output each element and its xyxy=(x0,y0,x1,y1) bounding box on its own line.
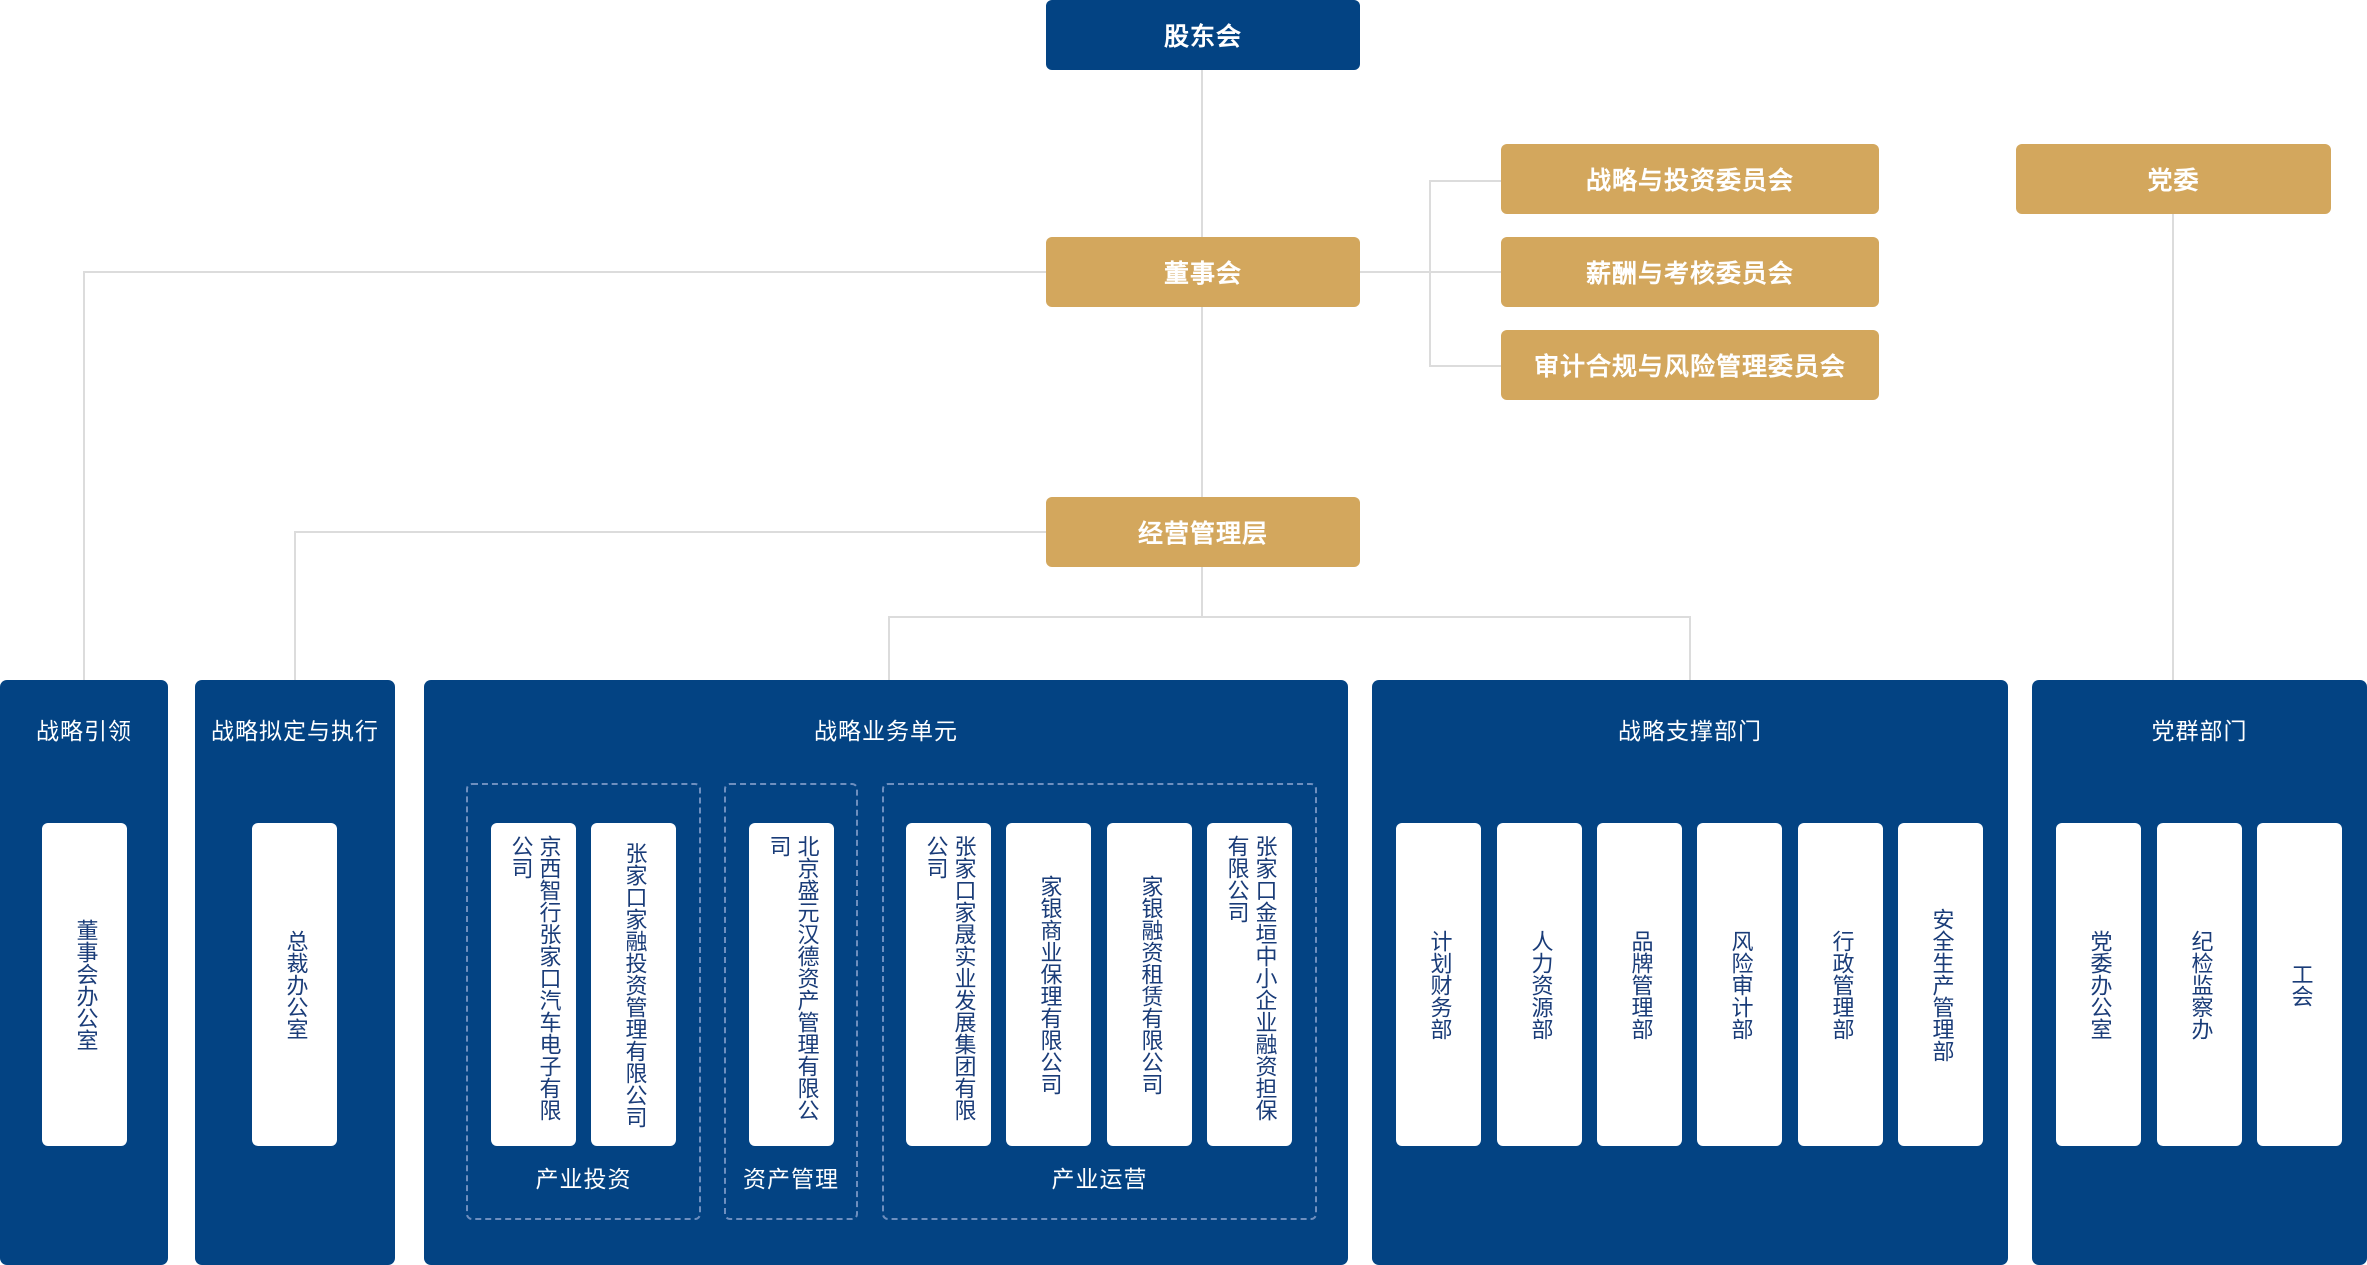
card-label: 风险审计部 xyxy=(1727,929,1753,1040)
connector-committee-1 xyxy=(1429,180,1501,182)
card-label: 人力资源部 xyxy=(1527,929,1553,1040)
card-jiasheng-group: 张家口家晟实业发展集团有限公司 xyxy=(906,823,991,1146)
card-label: 工会 xyxy=(2287,962,2313,1007)
card-label: 纪检监察办 xyxy=(2187,929,2213,1040)
card-label: 北京盛元汉德资产管理有限公司 xyxy=(765,834,819,1121)
card-board-office: 董事会办公室 xyxy=(42,823,127,1146)
panel-title: 战略拟定与执行 xyxy=(211,719,379,745)
card-jiayin-leasing: 家银融资租赁有限公司 xyxy=(1107,823,1192,1146)
card-label: 张家口家融投资管理有限公司 xyxy=(621,841,647,1128)
group-label: 资产管理 xyxy=(743,1167,839,1193)
card-jiayin-factoring: 家银商业保理有限公司 xyxy=(1006,823,1091,1146)
card-label: 行政管理部 xyxy=(1828,929,1854,1040)
card-label: 品牌管理部 xyxy=(1627,929,1653,1040)
card-label: 京西智行张家口汽车电子有限公司 xyxy=(507,834,561,1121)
card-shengyuan-hande: 北京盛元汉德资产管理有限公司 xyxy=(749,823,834,1146)
card-label: 计划财务部 xyxy=(1426,929,1452,1040)
group-industrial-investment: 产业投资 xyxy=(466,783,701,1220)
card-risk-audit-dept: 风险审计部 xyxy=(1697,823,1782,1146)
card-label: 安全生产管理部 xyxy=(1928,907,1954,1062)
shareholders-node: 股东会 xyxy=(1046,0,1360,70)
card-admin-dept: 行政管理部 xyxy=(1798,823,1883,1146)
card-jingxi-zhixing: 京西智行张家口汽车电子有限公司 xyxy=(491,823,576,1146)
panel-business-units: 战略业务单元 xyxy=(424,680,1348,1265)
panel-title: 战略业务单元 xyxy=(814,719,958,745)
card-finance-dept: 计划财务部 xyxy=(1396,823,1481,1146)
group-asset-management: 资产管理 xyxy=(724,783,858,1220)
card-label: 张家口金垣中小企业融资担保有限公司 xyxy=(1223,834,1277,1121)
connector-board-management xyxy=(1201,306,1203,498)
card-trade-union: 工会 xyxy=(2257,823,2342,1146)
connector-party-down xyxy=(2172,212,2174,680)
card-hr-dept: 人力资源部 xyxy=(1497,823,1582,1146)
panel-title: 党群部门 xyxy=(2151,719,2248,745)
connector-board-lead-v xyxy=(83,271,85,680)
card-label: 党委办公室 xyxy=(2086,929,2112,1040)
connector-committee-3 xyxy=(1429,365,1501,367)
card-label: 张家口家晟实业发展集团有限公司 xyxy=(922,834,976,1121)
party-committee-node: 党委 xyxy=(2016,144,2331,214)
panel-title: 战略引领 xyxy=(36,719,132,745)
connector-management-down xyxy=(1201,566,1203,616)
connector-board-lead-h xyxy=(83,271,1047,273)
card-jinyuan-guarantee: 张家口金垣中小企业融资担保有限公司 xyxy=(1207,823,1292,1146)
connector-management-plan-v xyxy=(294,531,296,680)
group-label: 产业运营 xyxy=(1051,1167,1148,1193)
card-label: 总裁办公室 xyxy=(282,929,308,1040)
connector-business-support-bar xyxy=(888,616,1691,618)
connector-to-business xyxy=(888,616,890,680)
committee-compensation-assessment: 薪酬与考核委员会 xyxy=(1501,237,1879,307)
card-party-office: 党委办公室 xyxy=(2056,823,2141,1146)
connector-shareholders-board xyxy=(1201,70,1203,238)
connector-committees-spine xyxy=(1429,180,1431,367)
card-safety-dept: 安全生产管理部 xyxy=(1898,823,1983,1146)
committee-audit-risk: 审计合规与风险管理委员会 xyxy=(1501,330,1879,400)
panel-title: 战略支撑部门 xyxy=(1618,719,1762,745)
card-president-office: 总裁办公室 xyxy=(252,823,337,1146)
card-label: 家银融资租赁有限公司 xyxy=(1137,874,1163,1095)
group-label: 产业投资 xyxy=(535,1167,632,1193)
card-jiarong-investment: 张家口家融投资管理有限公司 xyxy=(591,823,676,1146)
connector-management-plan-h xyxy=(294,531,1047,533)
management-node: 经营管理层 xyxy=(1046,497,1360,567)
card-discipline-office: 纪检监察办 xyxy=(2157,823,2242,1146)
group-industrial-operation: 产业运营 xyxy=(882,783,1317,1220)
card-label: 董事会办公室 xyxy=(72,918,98,1051)
connector-to-support xyxy=(1689,616,1691,680)
committee-strategy-investment: 战略与投资委员会 xyxy=(1501,144,1879,214)
card-brand-dept: 品牌管理部 xyxy=(1597,823,1682,1146)
card-label: 家银商业保理有限公司 xyxy=(1036,874,1062,1095)
board-node: 董事会 xyxy=(1046,237,1360,307)
